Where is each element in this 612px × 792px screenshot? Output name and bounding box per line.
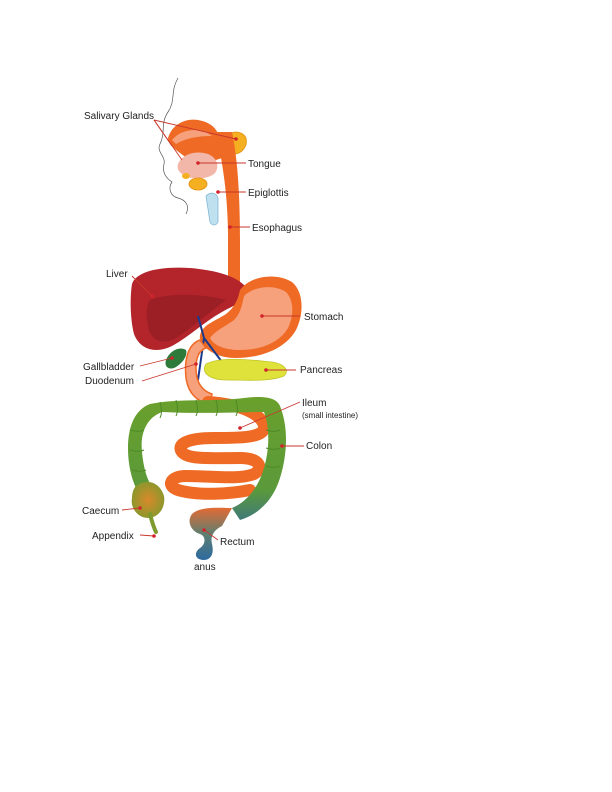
- pancreas-shape: [204, 358, 287, 381]
- liver-lobe-shade: [146, 294, 226, 342]
- colon-shape: [128, 396, 286, 520]
- pharynx-shape: [168, 119, 227, 163]
- label-gallbladder: Gallbladder: [83, 362, 135, 373]
- label-caecum: Caecum: [82, 506, 119, 517]
- caecum-shape: [131, 481, 165, 518]
- duodenum-shape: [184, 339, 213, 405]
- label-esophagus: Esophagus: [252, 223, 302, 234]
- salivary-gland-small: [182, 173, 190, 179]
- appendix-shape: [148, 512, 158, 534]
- label-ileum: Ileum: [302, 398, 326, 409]
- label-anus: anus: [194, 562, 216, 573]
- label-small-intestine: (small intestine): [302, 411, 358, 420]
- esophagus-shape: [216, 132, 240, 296]
- label-epiglottis: Epiglottis: [248, 188, 289, 199]
- colon-haustra: [129, 399, 281, 472]
- label-liver: Liver: [106, 269, 128, 280]
- head-outline: [158, 77, 188, 215]
- small-intestine: [165, 396, 270, 500]
- gallbladder-shape: [165, 348, 187, 369]
- stomach-inner: [210, 287, 293, 350]
- rectum-shape: [189, 507, 232, 560]
- label-pancreas: Pancreas: [300, 365, 342, 376]
- label-stomach: Stomach: [304, 312, 343, 323]
- label-colon: Colon: [306, 441, 332, 452]
- salivary-gland-lower: [188, 177, 208, 191]
- label-salivary-glands: Salivary Glands: [84, 111, 154, 122]
- trachea-shape: [205, 192, 219, 226]
- tongue-shape: [177, 152, 218, 179]
- label-tongue: Tongue: [248, 159, 281, 170]
- palate-shape: [172, 130, 212, 144]
- label-rectum: Rectum: [220, 537, 254, 548]
- label-duodenum: Duodenum: [85, 376, 134, 387]
- leader-lines: [121, 119, 304, 541]
- label-appendix: Appendix: [92, 531, 134, 542]
